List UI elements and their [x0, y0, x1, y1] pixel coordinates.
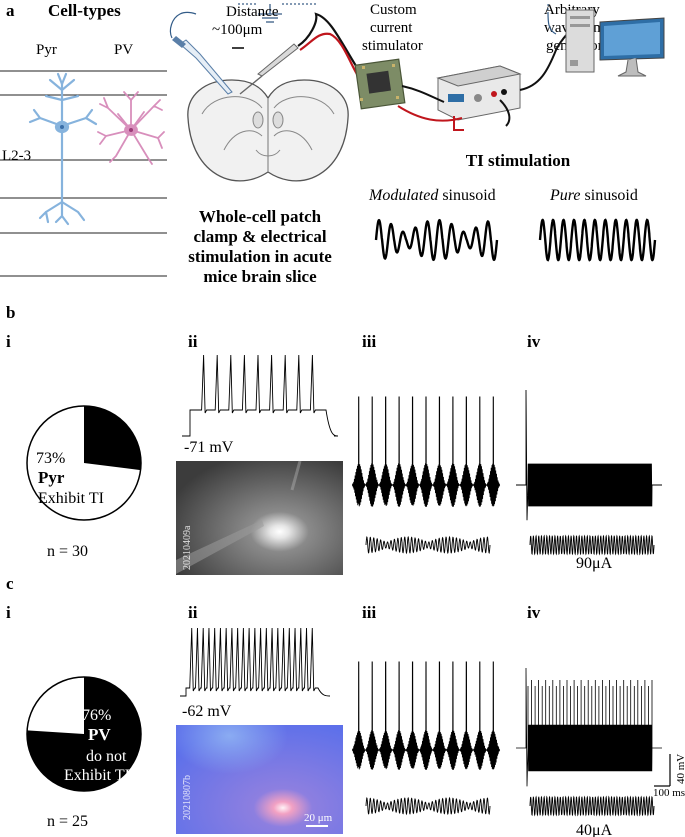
pv-vm-label: -62 mV — [182, 703, 232, 720]
setup-line-1: Whole-cell patch — [199, 207, 322, 226]
stimulation-electrode-icon — [239, 12, 363, 95]
stimulator-label-1: Custom — [370, 2, 417, 18]
pv-label: PV — [114, 42, 133, 58]
pyr-ti-stimulus-trace — [365, 535, 491, 555]
pv-pie-text-1: do not — [86, 748, 127, 765]
stimulator-label-2: current — [370, 20, 413, 36]
cell-types-title: Cell-types — [48, 1, 121, 20]
ground-symbol-icon — [238, 3, 318, 23]
pyr-pie-chart — [26, 405, 142, 521]
pyr-pie-text: Exhibit TI — [38, 490, 104, 507]
pyr-current-label: 90μA — [576, 555, 613, 572]
waveform-generator-icon — [436, 65, 522, 121]
pv-image-id: 20210807b — [182, 775, 193, 820]
pv-pie-chart — [26, 676, 142, 792]
ti-stimulation-title: TI stimulation — [466, 151, 571, 170]
computer-icon — [547, 2, 665, 77]
panel-c-i-label: i — [6, 603, 11, 622]
panel-c-ii-label: ii — [188, 603, 198, 622]
panel-a-label: a — [6, 1, 15, 20]
pure-sinusoid-label: Pure sinusoid — [549, 187, 638, 204]
pv-pie-percent: 76% — [82, 707, 111, 724]
recording-pipette-icon — [169, 11, 233, 95]
pure-sinusoid-waveform — [538, 218, 657, 262]
pyr-vm-label: -71 mV — [184, 439, 234, 456]
modulated-sinusoid-label: Modulated sinusoid — [368, 187, 496, 204]
pv-current-clamp-trace — [180, 627, 331, 697]
panel-c-iii-label: iii — [362, 603, 376, 622]
pv-pure-response-trace — [516, 667, 662, 787]
panel-c-iv-label: iv — [527, 603, 541, 622]
panel-b-ii-label: ii — [188, 332, 198, 351]
pyr-n-label: n = 30 — [47, 543, 88, 560]
pyr-pie-cell: Pyr — [38, 468, 65, 487]
pyr-label: Pyr — [36, 42, 57, 58]
pyr-image-id: 20210409a — [182, 525, 193, 570]
scale-bar-horizontal-label: 100 ms — [653, 787, 685, 799]
setup-line-4: mice brain slice — [203, 267, 317, 286]
pv-micrograph: 20210807b 20 μm — [176, 725, 343, 834]
setup-line-2: clamp & electrical — [193, 227, 326, 246]
current-stimulator-board-icon — [354, 58, 406, 110]
pv-scale-label: 20 μm — [304, 812, 333, 824]
pv-interneuron-icon — [97, 91, 165, 165]
panel-c-label: c — [6, 574, 14, 593]
panel-b-label: b — [6, 303, 15, 322]
pyramidal-neuron-icon — [28, 72, 98, 226]
pyr-ti-response-trace — [351, 396, 501, 508]
scale-bar — [654, 754, 671, 787]
distance-label: Distance — [226, 4, 279, 20]
pv-n-label: n = 25 — [47, 813, 88, 830]
panel-b-iii-label: iii — [362, 332, 376, 351]
setup-line-3: stimulation in acute — [188, 247, 332, 266]
pyr-micrograph: 20210409a — [176, 460, 343, 575]
pv-pie-text-2: Exhibit TI — [64, 767, 130, 784]
pv-ti-stimulus-trace — [365, 796, 491, 816]
panel-b-iv-label: iv — [527, 332, 541, 351]
layer-label: L2-3 — [2, 148, 31, 164]
pv-current-label: 40μA — [576, 822, 613, 837]
modulated-sinusoid-waveform — [374, 218, 499, 262]
pyr-pure-stimulus-trace — [529, 534, 655, 556]
pv-pie-cell: PV — [88, 725, 111, 744]
stimulator-label-3: stimulator — [362, 38, 423, 54]
scale-bar-vertical-label: 40 mV — [675, 754, 685, 784]
panel-b-i-label: i — [6, 332, 11, 351]
cortical-layer-lines — [0, 70, 167, 277]
pyr-pie-percent: 73% — [36, 450, 65, 467]
distance-value: ~100μm — [212, 22, 263, 38]
pyr-pure-response-trace — [516, 389, 662, 521]
pv-pure-stimulus-trace — [529, 795, 655, 817]
brain-slice-icon — [187, 79, 349, 182]
pyr-current-clamp-trace — [182, 354, 339, 437]
pv-ti-response-trace — [351, 661, 501, 771]
